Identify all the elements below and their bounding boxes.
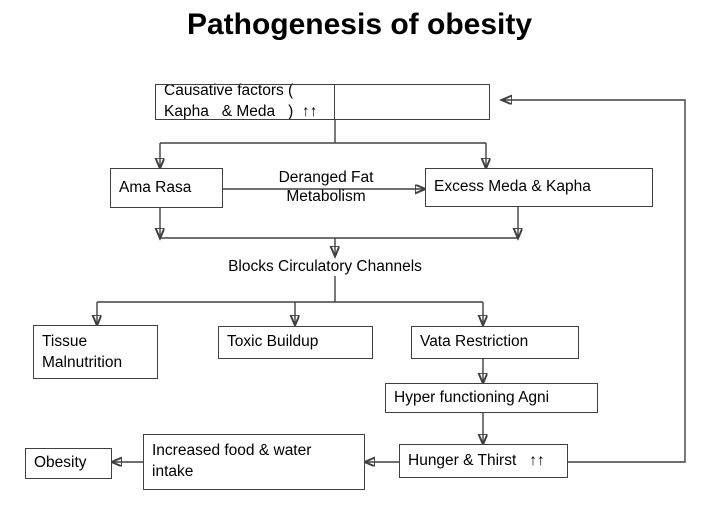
edge-label-deranged-fat-metabolism: Deranged Fat Metabolism [278, 169, 374, 206]
node-tissue-malnutrition[interactable]: Tissue Malnutrition [33, 325, 158, 379]
node-ama-rasa[interactable]: Ama Rasa [110, 168, 223, 208]
node-hunger-thirst[interactable]: Hunger & Thirst ↑↑ [399, 444, 568, 478]
node-excess-meda-kapha[interactable]: Excess Meda & Kapha [425, 168, 653, 207]
node-label: Causative factors ( Kapha & Meda ) ↑↑ [164, 82, 318, 120]
node-label: Hyper functioning Agni [394, 388, 550, 406]
node-toxic-buildup[interactable]: Toxic Buildup [218, 326, 373, 359]
node-label: Obesity [34, 454, 87, 472]
node-label: Vata Restriction [420, 333, 529, 351]
node-label: Toxic Buildup [227, 333, 319, 351]
node-vata-restriction[interactable]: Vata Restriction [411, 326, 579, 359]
node-blocks-circulatory-channels: Blocks Circulatory Channels [228, 258, 422, 275]
node-increased-food-water-intake[interactable]: Increased food & water intake [143, 434, 365, 490]
node-label: Excess Meda & Kapha [434, 178, 591, 196]
node-hyper-functioning-agni[interactable]: Hyper functioning Agni [385, 383, 598, 413]
node-causative-factors-overflow [155, 84, 490, 120]
node-label: Tissue Malnutrition [42, 333, 123, 371]
node-label: Ama Rasa [119, 178, 192, 196]
node-label: Hunger & Thirst ↑↑ [408, 451, 545, 469]
node-obesity[interactable]: Obesity [25, 448, 112, 479]
node-label: Increased food & water intake [152, 442, 312, 480]
page-title: Pathogenesis of obesity [186, 8, 533, 41]
